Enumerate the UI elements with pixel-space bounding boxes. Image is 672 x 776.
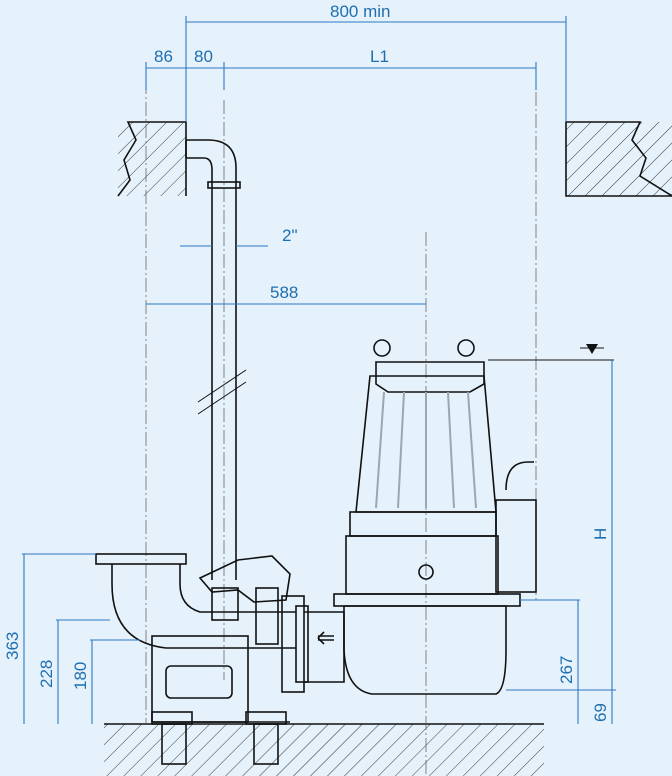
dim-height-min: 69 bbox=[591, 703, 610, 722]
guide-coupling bbox=[198, 555, 291, 645]
dim-pipe-offset: 80 bbox=[194, 47, 213, 66]
dim-wall-offset: 86 bbox=[154, 47, 173, 66]
dim-height-flange: 228 bbox=[37, 660, 56, 688]
dim-water-level: H bbox=[591, 528, 610, 540]
dim-height-outlet: 363 bbox=[3, 632, 22, 660]
dimension-lines bbox=[22, 16, 616, 724]
water-level-marker bbox=[488, 344, 614, 361]
ceiling-slab-right bbox=[565, 121, 672, 197]
ceiling-slab-left bbox=[117, 121, 187, 197]
dim-center-distance: 588 bbox=[270, 283, 298, 302]
floor bbox=[104, 723, 544, 776]
dim-overall-width: 800 min bbox=[330, 2, 390, 21]
dim-height-base: 180 bbox=[71, 662, 90, 690]
centerlines bbox=[145, 70, 537, 776]
dim-pipe-size: 2" bbox=[282, 226, 298, 245]
discharge-pipe bbox=[185, 139, 247, 580]
submersible-pump bbox=[304, 339, 537, 695]
duckfoot-base bbox=[95, 553, 309, 765]
dim-pump-distance: L1 bbox=[370, 47, 389, 66]
dim-height-pump: 267 bbox=[557, 656, 576, 684]
